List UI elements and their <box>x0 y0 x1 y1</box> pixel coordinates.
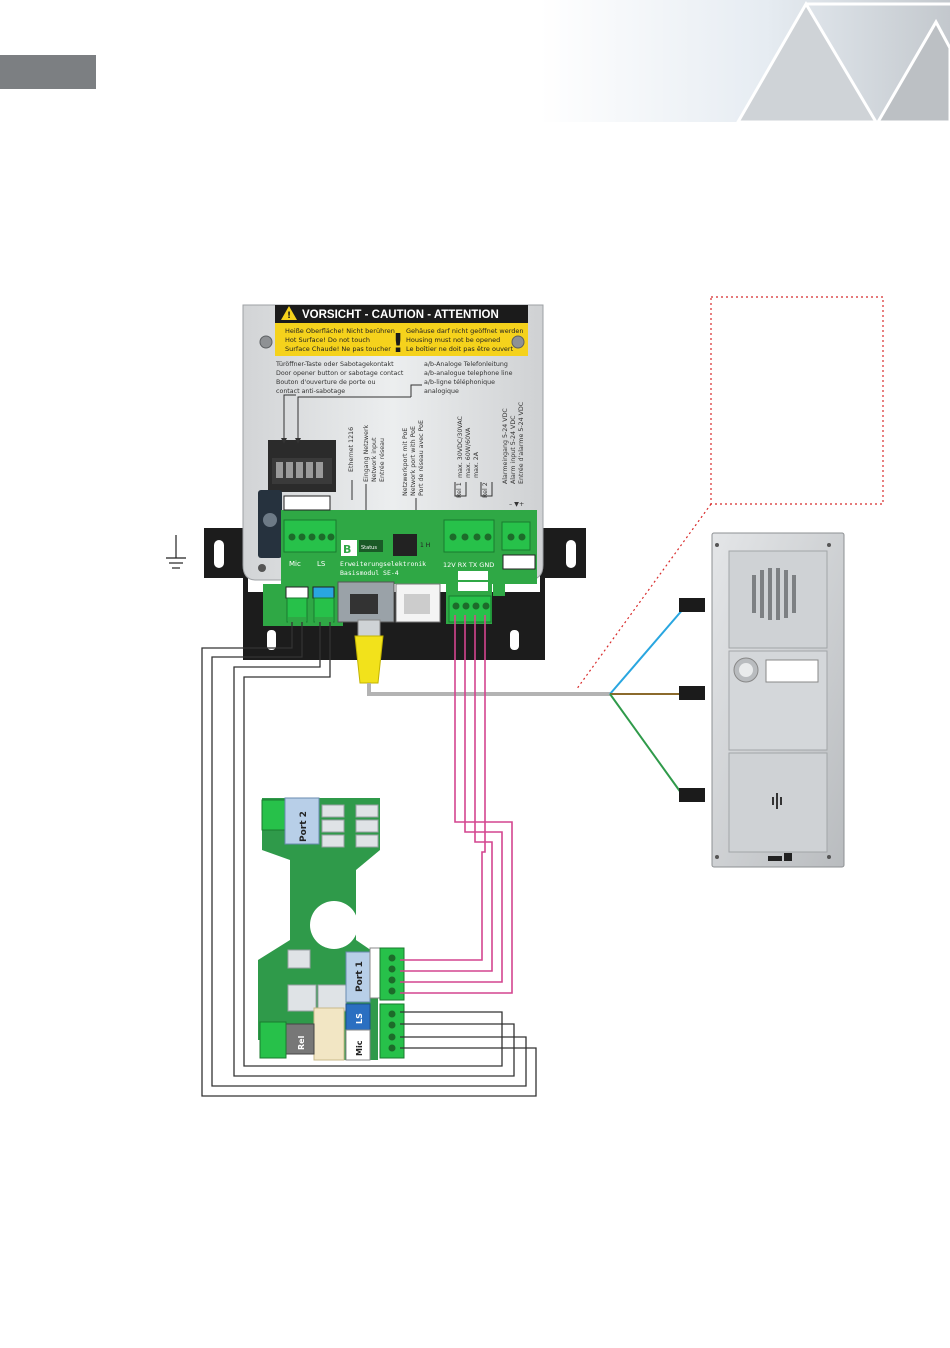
ethernet-label: Ethernet 1216 <box>348 427 355 472</box>
caution-left-2: Hot Surface! Do not touch <box>285 336 370 344</box>
network-input-label-3: Entrée réseau <box>378 438 386 482</box>
caution-right-2: Housing must not be opened <box>406 336 500 344</box>
mic-board-label: Mic <box>355 1040 364 1056</box>
ground-symbol <box>166 535 186 569</box>
alarm-polarity-label: – ▼+ <box>509 501 524 508</box>
relay-1-label: Rel 1 <box>456 482 463 498</box>
alarm-input-label-3: Entrée d'alarme 5-24 VDC <box>517 401 525 484</box>
door-button-label-2: Door opener button or sabotage contact <box>276 370 404 377</box>
door-button-label-3: Bouton d'ouverture de porte ou <box>276 379 376 386</box>
poe-port-label-2: Network port with PoE <box>410 426 417 496</box>
door-button-label-1: Türöffner-Taste oder Sabotagekontakt <box>275 361 394 368</box>
relay-2-label: Rel 2 <box>482 482 489 498</box>
wire-terminals <box>679 598 705 802</box>
relay-spec-3: max. 2A <box>473 451 480 478</box>
rel-board-label: Rel <box>297 1035 306 1050</box>
ls-label: LS <box>317 560 326 568</box>
station-wires <box>609 607 685 798</box>
analog-line-label-3: a/b-ligne téléphonique <box>424 378 495 386</box>
callout-frame <box>575 296 884 691</box>
relay-spec-2: max. 60W/60VA <box>465 427 472 478</box>
caution-left-1: Heiße Oberfläche! Nicht berühren <box>285 327 395 335</box>
audio-wires <box>201 622 537 1097</box>
serial-header-label: 12V RX TX GND <box>443 561 494 569</box>
ls-board-label: LS <box>355 1013 364 1024</box>
housing-labels: Türöffner-Taste oder Sabotagekontakt Doo… <box>275 361 525 508</box>
analog-line-label-1: a/b-Analoge Telefonleitung <box>424 361 508 368</box>
svg-text:!: ! <box>392 329 404 359</box>
caution-right-1: Gehäuse darf nicht geöffnet werden <box>406 327 524 335</box>
network-input-label-2: Network input <box>371 437 378 482</box>
base-module-board: B Status 1 H Erweiterungselektronik Basi… <box>263 495 537 626</box>
analog-line-label-4: analogique <box>424 388 459 395</box>
analog-line-label-2: a/b-analogue telephone line <box>424 370 513 377</box>
door-station <box>711 532 845 868</box>
extension-board: Port 2 Port 1 LS Mic Rel <box>258 797 405 1061</box>
network-input-label-1: Eingang Netzwerk <box>363 424 370 482</box>
ethernet-cable <box>354 619 610 696</box>
mic-label: Mic <box>289 560 301 568</box>
port-1-label: Port 1 <box>355 961 365 992</box>
door-button-label-4: contact anti-sabotage <box>276 388 345 395</box>
poe-port-label-3: Port de réseau avec PoE <box>417 420 425 496</box>
relay-spec-1: max. 30VDC/30VAC <box>457 415 464 478</box>
page-header-decoration <box>0 0 950 124</box>
svg-text:!: ! <box>287 311 291 321</box>
module-name-line-1: Erweiterungselektronik <box>340 560 426 568</box>
serial-wires <box>400 615 513 994</box>
alarm-input-label-1: Alarmeingang 5-24 VDC <box>502 408 509 484</box>
module-name-line-2: Basismodul SE-4 <box>340 569 399 577</box>
caution-right-3: Le boîtier ne doit pas être ouvert <box>406 345 514 353</box>
caution-title: VORSICHT - CAUTION - ATTENTION <box>302 309 499 321</box>
label-arrows <box>281 384 493 518</box>
port-2-label: Port 2 <box>299 811 309 842</box>
jumper-label: 1 H <box>420 542 430 549</box>
caution-left-3: Surface Chaude! Ne pas toucher <box>285 345 391 353</box>
poe-port-label-1: Netzwerkport mit PoE <box>402 428 409 496</box>
svg-text:B: B <box>343 543 351 556</box>
status-label: Status <box>361 545 377 551</box>
alarm-input-label-2: Alarm input 5-24 VDC <box>510 415 517 484</box>
caution-label: ! VORSICHT - CAUTION - ATTENTION ! Heiße… <box>259 305 528 359</box>
mounting-bracket <box>204 528 586 660</box>
